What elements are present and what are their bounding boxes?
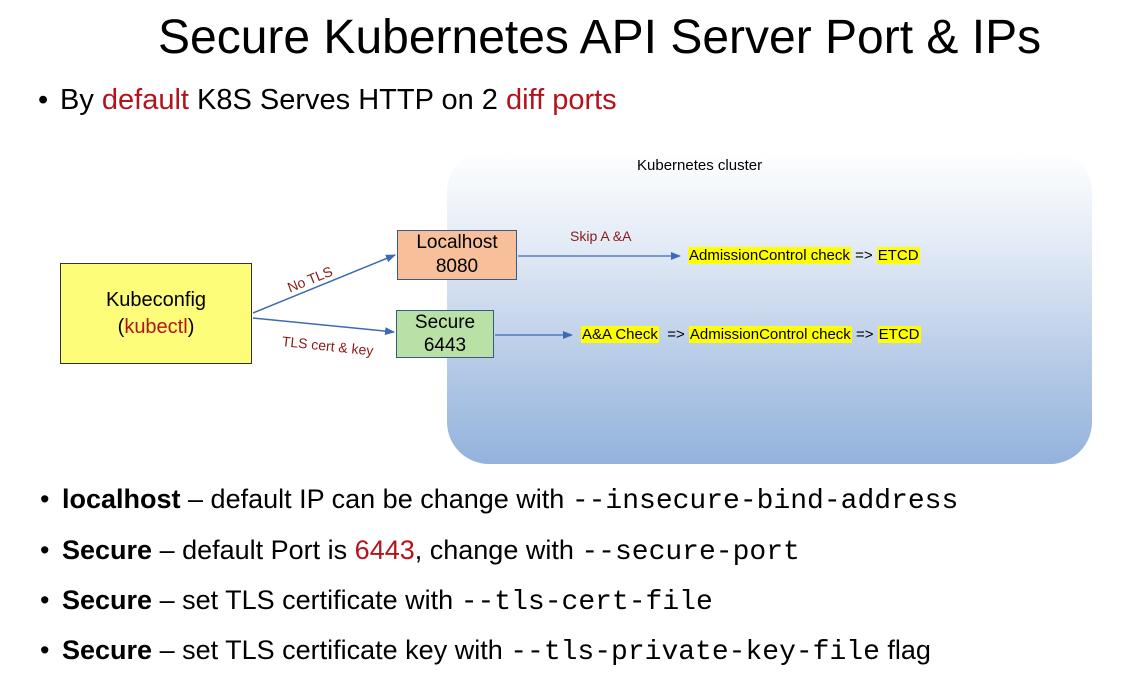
secure-box: Secure 6443 — [396, 310, 494, 358]
bullet-text-2: , change with — [414, 535, 582, 565]
localhost-port: 8080 — [435, 256, 479, 277]
localhost-box: Localhost 8080 — [397, 230, 517, 280]
flow-bottom-sep-2: => — [851, 326, 878, 343]
top-bullet-red-2: diff ports — [505, 84, 617, 116]
paren-close: ) — [187, 315, 195, 338]
bullet-dot: • — [40, 635, 50, 665]
kubectl-label: kubectl — [124, 315, 188, 338]
flow-bottom-admission: AdmissionControl check — [688, 326, 852, 343]
bullet-dot: • — [40, 484, 50, 514]
arrow-to-localhost — [252, 254, 396, 314]
top-bullet-red-1: default — [101, 84, 189, 116]
kubeconfig-cmd-line: (kubectl) — [118, 314, 195, 341]
flow-top: AdmissionControl check => ETCD — [688, 246, 920, 266]
flow-top-etcd: ETCD — [876, 247, 920, 264]
secure-port: 6443 — [423, 335, 467, 356]
bullet-bold: localhost — [62, 484, 181, 514]
flow-bottom: A&A Check => AdmissionControl check => E… — [581, 325, 921, 345]
edge-label-skip: Skip A &A — [570, 228, 632, 244]
bullet-secure-port: • Secure – default Port is 6443, change w… — [40, 533, 800, 570]
bullet-tls-key: • Secure – set TLS certificate key with -… — [40, 633, 931, 670]
bullet-text: – default Port is — [152, 535, 355, 565]
top-bullet: • By default K8S Serves HTTP on 2 diff po… — [38, 82, 617, 118]
bullet-code: --insecure-bind-address — [571, 486, 959, 517]
kubeconfig-label: Kubeconfig — [105, 288, 207, 311]
top-bullet-text-1: By — [60, 84, 102, 116]
bullet-localhost: • localhost – default IP can be change wi… — [40, 482, 958, 519]
kubeconfig-box: Kubeconfig (kubectl) — [60, 263, 252, 364]
bullet-text: – set TLS certificate key with — [152, 635, 511, 665]
flow-bottom-aa-check: A&A Check — [581, 326, 659, 343]
arrow-to-secure — [252, 317, 395, 336]
bullet-code: --secure-port — [581, 537, 800, 568]
bullet-bold: Secure — [62, 635, 153, 665]
cluster-label: Kubernetes cluster — [637, 157, 763, 174]
flow-bottom-etcd: ETCD — [877, 326, 921, 343]
flow-bottom-sep-1: => — [658, 326, 689, 343]
kubernetes-cluster-region — [447, 150, 1092, 464]
bullet-code: --tls-private-key-file — [510, 637, 880, 668]
bullet-dot: • — [40, 535, 50, 565]
bullet-bold: Secure — [62, 535, 153, 565]
bullet-dot: • — [40, 585, 50, 615]
bullet-text: – set TLS certificate with — [152, 585, 461, 615]
flow-top-sep: => — [850, 247, 877, 264]
paren-open: ( — [117, 315, 125, 338]
secure-label: Secure — [414, 312, 476, 333]
flow-top-admission: AdmissionControl check — [688, 247, 851, 264]
slide-title: Secure Kubernetes API Server Port & IPs — [158, 11, 1042, 64]
top-bullet-text-2: K8S Serves HTTP on 2 — [188, 84, 506, 116]
bullet-text: – default IP can be change with — [180, 484, 572, 514]
bullet-red-port: 6443 — [354, 535, 415, 565]
localhost-label: Localhost — [416, 232, 498, 253]
bullet-code: --tls-cert-file — [460, 587, 713, 618]
bullet-tls-cert: • Secure – set TLS certificate with --tls… — [40, 583, 713, 620]
bullet-bold: Secure — [62, 585, 153, 615]
bullet-dot: • — [38, 84, 49, 116]
bullet-tail: flag — [879, 635, 931, 665]
